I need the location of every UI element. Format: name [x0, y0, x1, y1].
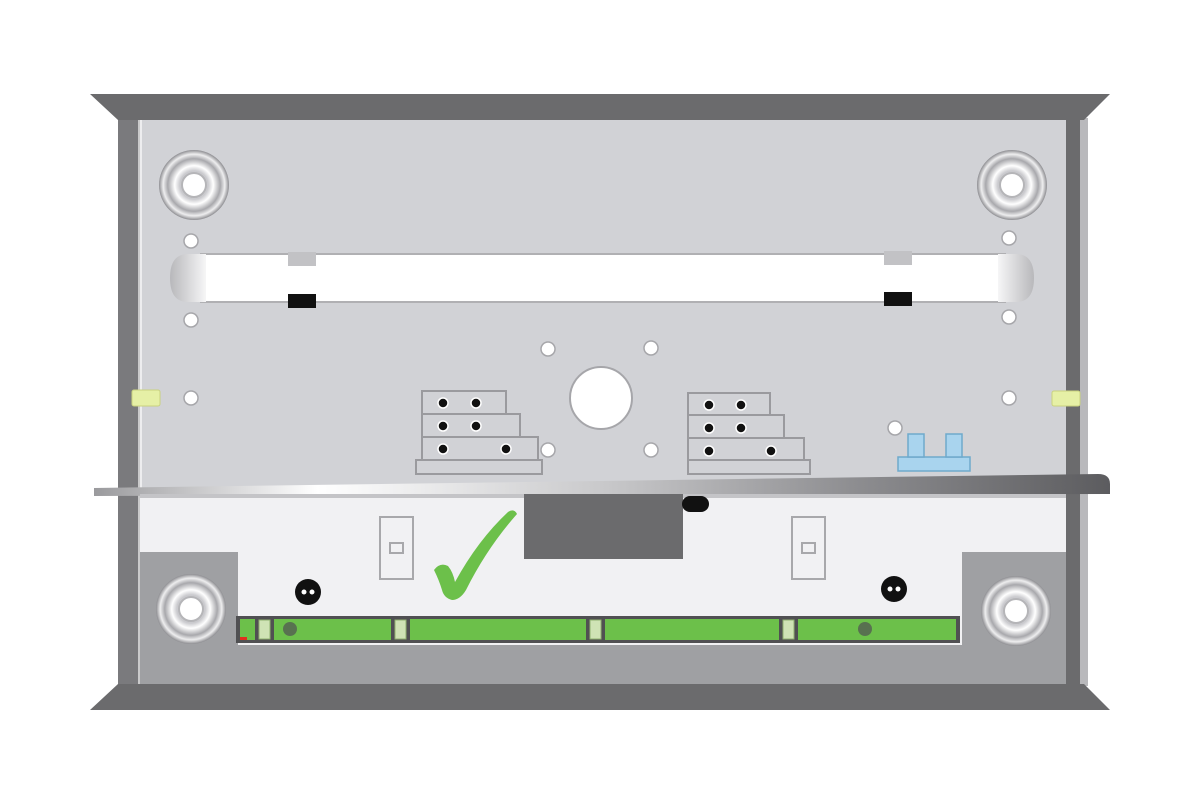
indicator-led [1051, 390, 1081, 407]
fluorescent-tube-icon [170, 251, 1034, 308]
check-mark-icon [434, 510, 517, 600]
terminal-screws [437, 397, 512, 455]
tamper-switch-icon [791, 516, 826, 580]
mounting-holes [183, 230, 1017, 458]
tamper-switch-icon [897, 433, 971, 472]
right-side-highlight [1080, 118, 1088, 686]
mounting-screw-icon [159, 150, 229, 220]
mounting-screw-icon [156, 574, 226, 644]
terminal-screws [703, 399, 777, 457]
divider-bar [94, 474, 1110, 496]
mounting-bracket [524, 494, 683, 559]
mounting-screw-icon [981, 576, 1051, 646]
mounting-screw-icon [977, 150, 1047, 220]
fixing-screw-icon [881, 576, 907, 602]
top-frame [90, 94, 1110, 120]
bracket-latch [682, 496, 709, 512]
indicator-led [131, 389, 161, 407]
lower-left-corner-block [140, 552, 1066, 684]
circuit-board [236, 616, 960, 643]
bottom-frame [90, 684, 1110, 710]
left-side-wall [118, 118, 140, 686]
cable-entry-icon [569, 366, 633, 430]
fixing-screw-icon [295, 579, 321, 605]
tamper-switch-icon [379, 516, 414, 580]
